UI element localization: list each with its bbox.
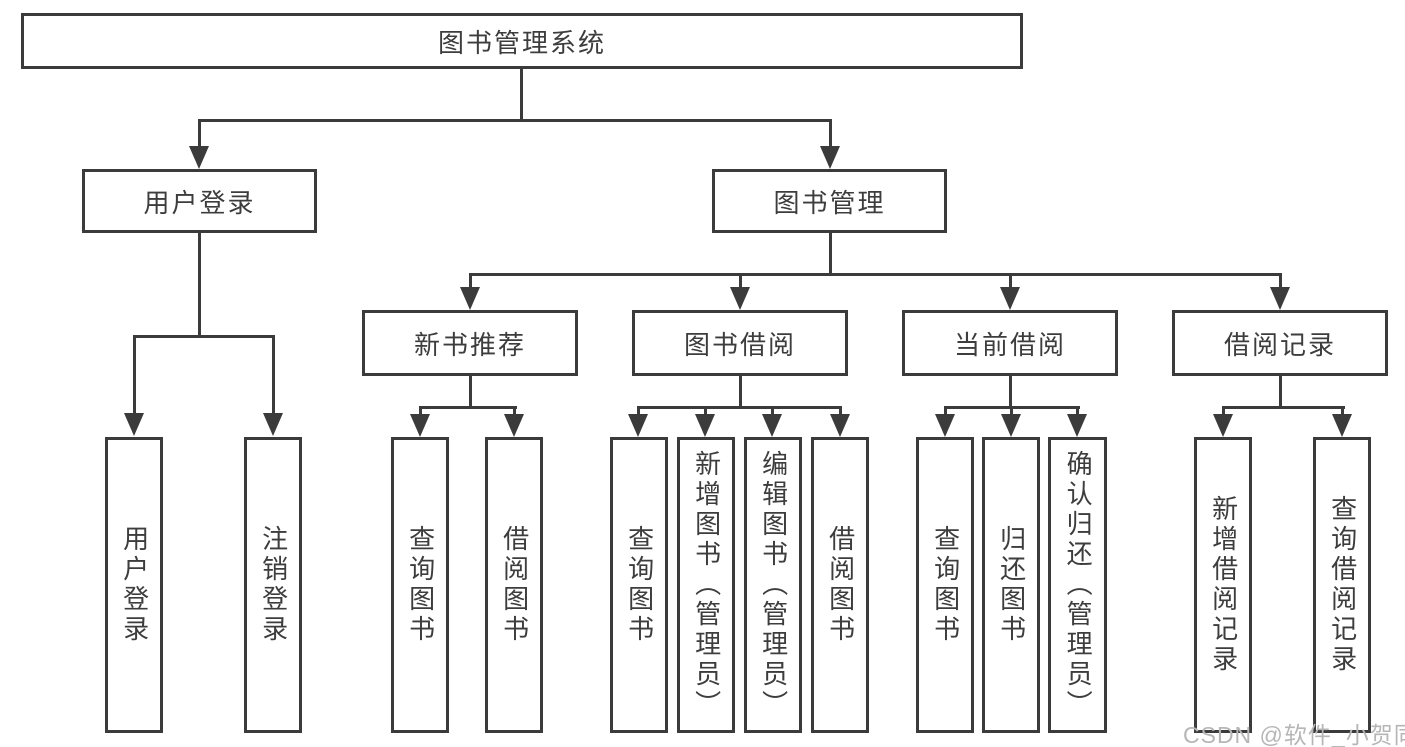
- leaf-borrow-book: 借阅图书: [811, 437, 869, 733]
- arrow-down-icon: [830, 414, 850, 437]
- connector-records-bar: [1222, 406, 1345, 409]
- connector-drop-leaf: [1076, 406, 1079, 416]
- arrow-down-icon: [504, 414, 524, 437]
- connector-bookmgmt-stem: [829, 233, 832, 273]
- leaf-borrow-add-admin: 新增图书（管理员）: [677, 437, 735, 733]
- root-node-box: 图书管理系统: [21, 13, 1023, 69]
- arrow-down-icon: [1270, 287, 1290, 310]
- leaf-user-login: 用户登录: [105, 437, 163, 733]
- csdn-watermark: CSDN @软件_小贺同学: [1183, 722, 1405, 747]
- connector-drop-current: [1009, 273, 1012, 289]
- arrow-down-icon: [820, 146, 840, 169]
- arrow-down-icon: [1067, 414, 1087, 437]
- node-new-book-recommend: 新书推荐: [362, 310, 578, 376]
- connector-newbook-bar: [419, 406, 517, 409]
- connector-drop-borrow: [739, 273, 742, 289]
- connector-bookmgmt-bar: [469, 273, 1282, 276]
- node-book-management: 图书管理: [712, 169, 947, 233]
- connector-root-stem: [520, 69, 523, 119]
- arrow-down-icon: [762, 414, 782, 437]
- arrow-down-icon: [730, 287, 750, 310]
- leaf-current-return: 归还图书: [982, 437, 1040, 733]
- leaf-record-query: 查询借阅记录: [1313, 437, 1371, 733]
- arrow-down-icon: [1332, 414, 1352, 437]
- leaf-newbook-query: 查询图书: [391, 437, 449, 733]
- arrow-down-icon: [460, 287, 480, 310]
- connector-drop-leaf: [419, 406, 422, 416]
- connector-userlogin-bar: [133, 335, 275, 338]
- arrow-down-icon: [189, 146, 209, 169]
- leaf-current-query: 查询图书: [916, 437, 974, 733]
- connector-borrow-stem: [739, 376, 742, 406]
- arrow-down-icon: [410, 414, 430, 437]
- connector-drop-leaf: [272, 335, 275, 413]
- arrow-down-icon: [124, 413, 144, 436]
- connector-drop-leaf: [1010, 406, 1013, 416]
- arrow-down-icon: [628, 414, 648, 437]
- connector-drop-newbook: [469, 273, 472, 289]
- connector-drop-leaf: [513, 406, 516, 416]
- connector-current-stem: [1009, 376, 1012, 406]
- node-book-borrow: 图书借阅: [632, 310, 848, 376]
- connector-drop-leaf: [839, 406, 842, 416]
- leaf-logout: 注销登录: [244, 437, 302, 733]
- leaf-borrow-query: 查询图书: [610, 437, 668, 733]
- leaf-current-confirm-admin: 确认归还（管理员）: [1048, 437, 1107, 733]
- connector-drop-user-login: [198, 119, 201, 147]
- connector-drop-leaf: [133, 335, 136, 413]
- arrow-down-icon: [695, 414, 715, 437]
- connector-drop-book-mgmt: [829, 119, 832, 147]
- leaf-record-add: 新增借阅记录: [1194, 437, 1252, 733]
- connector-drop-leaf: [1222, 406, 1225, 416]
- arrow-down-icon: [1001, 414, 1021, 437]
- connector-drop-leaf: [1341, 406, 1344, 416]
- node-borrow-records: 借阅记录: [1172, 310, 1388, 376]
- arrow-down-icon: [263, 413, 283, 436]
- connector-newbook-stem: [469, 376, 472, 406]
- arrow-down-icon: [1213, 414, 1233, 437]
- leaf-newbook-borrow: 借阅图书: [485, 437, 543, 733]
- connector-drop-leaf: [771, 406, 774, 416]
- leaf-borrow-edit-admin: 编辑图书（管理员）: [744, 437, 802, 733]
- connector-records-stem: [1279, 376, 1282, 406]
- connector-borrow-bar: [637, 406, 842, 409]
- arrow-down-icon: [935, 414, 955, 437]
- connector-drop-leaf: [944, 406, 947, 416]
- connector-drop-records: [1279, 273, 1282, 289]
- connector-root-bar: [198, 119, 831, 122]
- connector-drop-leaf: [704, 406, 707, 416]
- node-user-login: 用户登录: [82, 169, 317, 233]
- arrow-down-icon: [1000, 287, 1020, 310]
- connector-userlogin-stem: [198, 233, 201, 335]
- connector-drop-leaf: [637, 406, 640, 416]
- node-current-borrow: 当前借阅: [902, 310, 1118, 376]
